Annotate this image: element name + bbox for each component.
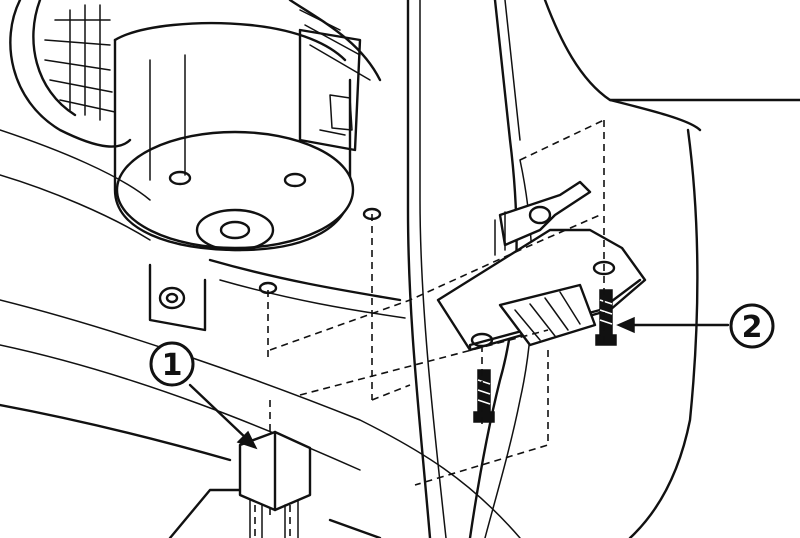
blower-resistor xyxy=(436,180,647,352)
blower-fan xyxy=(9,0,382,148)
harness-connector xyxy=(238,430,312,538)
leader-arrow-1 xyxy=(188,383,258,450)
screw-right xyxy=(595,289,617,346)
screw-left xyxy=(473,369,495,423)
mount-lug xyxy=(148,263,207,332)
blower-motor xyxy=(113,21,362,252)
callout-2-label: 2 xyxy=(742,310,763,345)
callout-2: 2 xyxy=(729,303,775,349)
callout-1: 1 xyxy=(149,341,195,387)
leader-arrow-2 xyxy=(616,316,730,334)
callout-1-label: 1 xyxy=(162,348,183,383)
housing-ledge xyxy=(0,129,406,319)
